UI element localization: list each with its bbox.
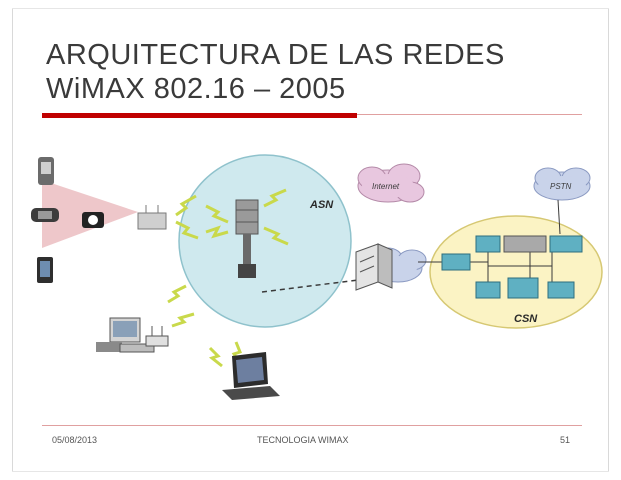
internet-cloud (357, 163, 425, 203)
signal-zigzag (208, 346, 223, 368)
pstn-label: PSTN (550, 182, 572, 191)
asn-label: ASN (309, 199, 334, 211)
csn-server-boxes (441, 235, 583, 299)
smartphone-icon (37, 257, 53, 283)
csn-server-box (507, 277, 539, 299)
title-line-2: WiMAX 802.16 – 2005 (46, 73, 346, 105)
pda-icon (31, 208, 59, 222)
asn-gateway-server-icon (355, 243, 393, 291)
signal-zigzag (263, 188, 287, 208)
laptop-icon (222, 352, 280, 400)
slide-title: ARQUITECTURA DE LAS REDES WiMAX 802.16 –… (46, 38, 586, 106)
desktop-computer-icon (96, 317, 155, 353)
signal-zigzag (263, 226, 289, 246)
csn-server-box (503, 235, 547, 253)
signal-zigzag (175, 194, 197, 217)
signal-zigzag (205, 204, 229, 224)
footer-page-number: 51 (560, 435, 571, 445)
connector-line (557, 199, 561, 235)
csn-server-box (475, 281, 501, 299)
backhaul-dashed-link (261, 279, 359, 293)
internet-label: Internet (372, 182, 400, 191)
csn-server-box (475, 235, 501, 253)
pstn-cloud (533, 167, 591, 201)
footer-date: 05/08/2013 (52, 435, 98, 445)
title-red-bar (42, 113, 357, 118)
csn-server-box (441, 253, 471, 271)
csn-server-box (549, 235, 583, 253)
base-station-tower-icon (235, 199, 259, 278)
signal-zigzag (175, 220, 199, 240)
radio-signal-lines (167, 188, 289, 368)
signal-zigzag (205, 225, 229, 239)
csn-server-box (547, 281, 575, 299)
wireless-router-icon (145, 326, 169, 347)
asn-circle (178, 154, 352, 328)
access-point-icon (137, 205, 167, 230)
footer-title: TECNOLOGIA WIMAX (257, 435, 349, 445)
slide-border-bottom (12, 471, 609, 472)
signal-zigzag (167, 284, 187, 304)
signal-zigzag (171, 312, 195, 328)
slide-border-right (608, 8, 609, 472)
title-thin-line (357, 114, 582, 115)
title-line-1: ARQUITECTURA DE LAS REDES (46, 39, 505, 71)
slide-border-top (12, 8, 609, 9)
slide-border-left (12, 8, 13, 472)
footer-line (42, 425, 582, 426)
phone-icon-top (38, 157, 54, 185)
csn-ellipse (429, 215, 603, 329)
wifi-logo-icon (82, 212, 104, 228)
csn-label: CSN (514, 313, 538, 325)
